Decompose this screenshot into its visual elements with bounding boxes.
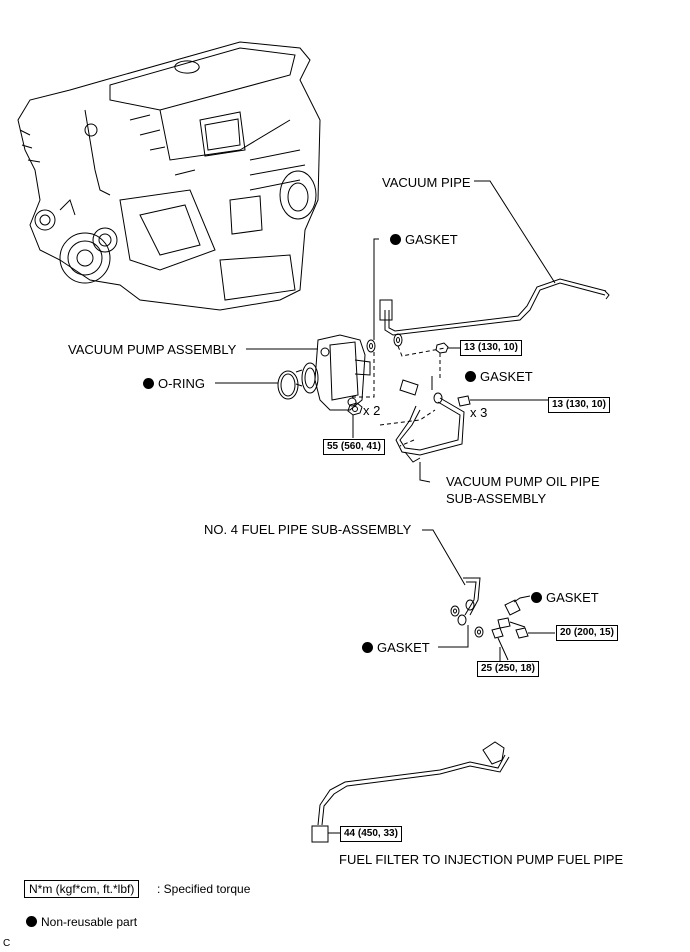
fuel-filter-pipe-label: FUEL FILTER TO INJECTION PUMP FUEL PIPE <box>339 852 624 867</box>
vacuum-pump-oil-pipe-drawing <box>395 376 465 463</box>
engine-block-illustration <box>17 41 321 311</box>
vacuum-pump-oil-pipe-label: VACUUM PUMP OIL PIPE SUB-ASSEMBLY <box>446 474 600 506</box>
legend-nonreusable: Non-reusable part <box>26 915 137 929</box>
corner-mark: C <box>3 938 11 949</box>
oil-pipe-label-line2: SUB-ASSEMBLY <box>446 491 547 506</box>
bolts-x3-drawing <box>457 395 548 407</box>
gasket-text: GASKET <box>405 232 458 247</box>
nut-x2-drawing <box>347 402 363 438</box>
gasket-label-1: GASKET <box>390 232 458 247</box>
alignment-dashed-lines <box>352 345 446 447</box>
legend-torque-box: N*m (kgf*cm, ft.*lbf) <box>24 880 140 898</box>
quantity-x3: x 3 <box>470 405 488 420</box>
torque-spec-3: 55 (560, 41) <box>323 439 385 455</box>
torque-spec-2: 13 (130, 10) <box>548 397 610 413</box>
non-reusable-dot-icon <box>143 378 154 389</box>
non-reusable-dot-icon <box>531 592 542 603</box>
vacuum-pipe-drawing <box>379 180 610 336</box>
gasket-label-2: GASKET <box>465 369 533 384</box>
torque-spec-5: 25 (250, 18) <box>477 661 539 677</box>
non-reusable-dot-icon <box>26 916 37 927</box>
gasket-text: GASKET <box>546 590 599 605</box>
torque-spec-6: 44 (450, 33) <box>340 826 402 842</box>
vacuum-pipe-gaskets <box>366 238 403 353</box>
no4-fuel-pipe-drawing <box>422 529 484 648</box>
gasket-text: GASKET <box>480 369 533 384</box>
no4-fuel-pipe-label: NO. 4 FUEL PIPE SUB-ASSEMBLY <box>204 522 412 537</box>
o-ring-drawing <box>215 370 299 400</box>
o-ring-text: O-RING <box>158 376 205 391</box>
legend-nonreusable-text: Non-reusable part <box>41 915 138 929</box>
vacuum-pump-assembly-label: VACUUM PUMP ASSEMBLY <box>68 342 237 357</box>
fuel-bolts-drawing <box>491 595 555 662</box>
nut-upper-drawing <box>435 342 460 354</box>
torque-spec-4: 20 (200, 15) <box>556 625 618 641</box>
o-ring-label: O-RING <box>143 376 205 391</box>
vacuum-pipe-label: VACUUM PIPE <box>382 175 471 190</box>
fuel-filter-pipe-drawing <box>311 741 510 843</box>
oil-pipe-label-line1: VACUUM PUMP OIL PIPE <box>446 474 600 489</box>
non-reusable-dot-icon <box>362 642 373 653</box>
non-reusable-dot-icon <box>465 371 476 382</box>
gasket-text: GASKET <box>377 640 430 655</box>
vacuum-pump-drawing <box>246 334 371 411</box>
quantity-x2: x 2 <box>363 403 381 418</box>
torque-spec-1: 13 (130, 10) <box>460 340 522 356</box>
legend-torque-desc: : Specified torque <box>157 882 251 896</box>
non-reusable-dot-icon <box>390 234 401 245</box>
gasket-label-4: GASKET <box>362 640 430 655</box>
gasket-label-3: GASKET <box>531 590 599 605</box>
